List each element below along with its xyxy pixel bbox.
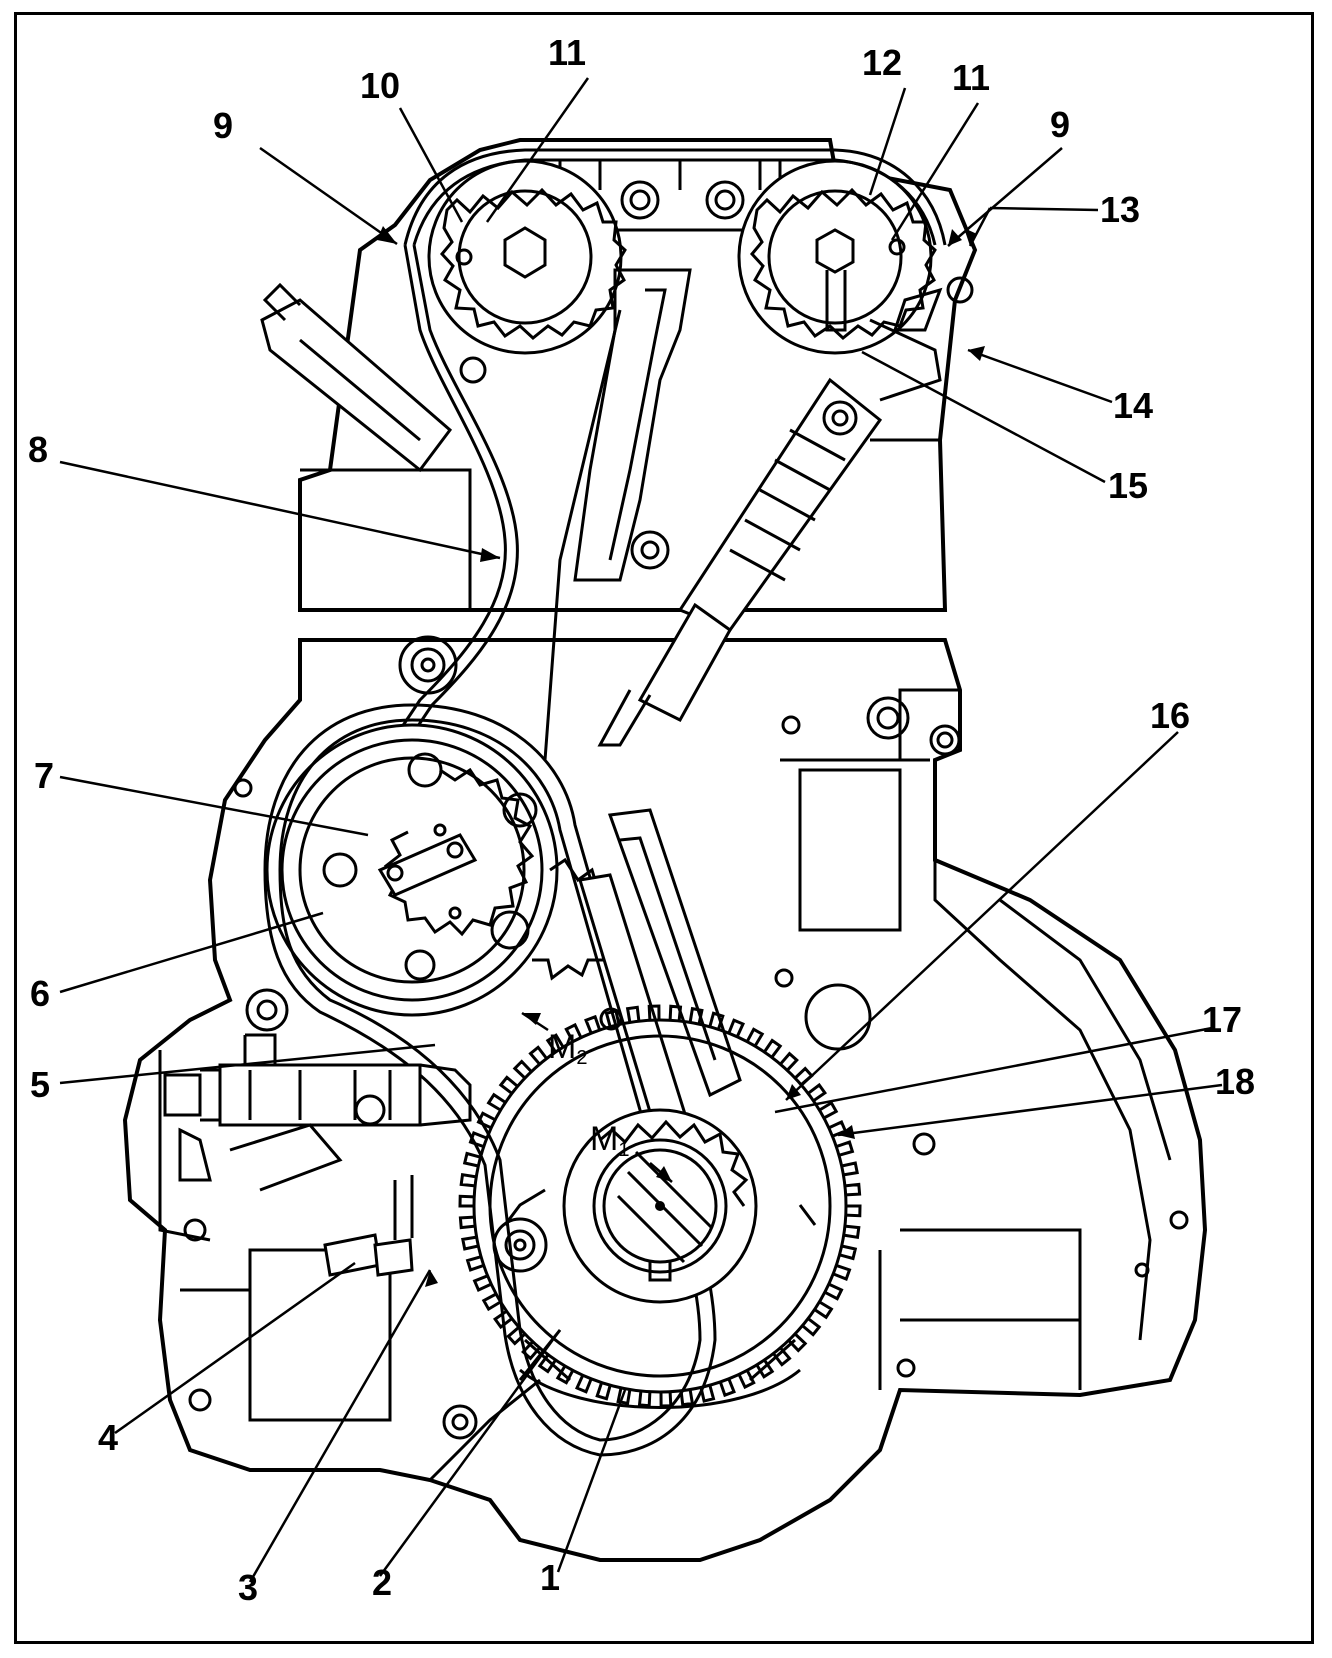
label-m2-main: M (548, 1028, 576, 1066)
crankshaft-reluctor-wheel (458, 1004, 862, 1409)
label-6: 6 (30, 973, 50, 1014)
leader-4 (114, 1261, 356, 1435)
label-16: 16 (1150, 695, 1190, 736)
label-m1-sub: 1 (618, 1139, 629, 1161)
upper-chain-guide (573, 268, 692, 582)
leader-15 (861, 350, 1106, 484)
leader-2 (378, 1329, 562, 1577)
leader-3 (248, 1269, 432, 1583)
label-3: 3 (238, 1567, 258, 1608)
leader-9-left (259, 146, 398, 246)
label-9-left: 9 (213, 105, 233, 146)
leader-13 (989, 206, 1099, 212)
label-15: 15 (1108, 465, 1148, 506)
callout-labels: 11 10 9 12 11 9 13 14 15 8 7 6 5 16 17 1… (28, 32, 1255, 1608)
label-m2-sub: 2 (576, 1047, 587, 1069)
leader-1 (556, 1389, 627, 1573)
camshaft-sprocket-left (427, 159, 627, 355)
leader-8 (59, 460, 501, 560)
arrowheads (377, 226, 985, 1287)
lower-timing-chain (263, 703, 717, 1457)
label-2: 2 (372, 1562, 392, 1603)
label-18: 18 (1215, 1061, 1255, 1102)
vvt-solenoid (260, 282, 487, 473)
leader-11-right (890, 102, 980, 241)
leader-16 (785, 731, 1179, 1101)
label-m1-main: M (590, 1120, 618, 1158)
label-11-left: 11 (548, 32, 586, 73)
label-12: 12 (862, 42, 902, 83)
label-10: 10 (360, 65, 400, 106)
crankshaft-sprocket (503, 1108, 817, 1304)
label-7: 7 (34, 755, 54, 796)
lower-chain-guide (578, 808, 742, 1148)
leader-17 (774, 1026, 1213, 1114)
upper-timing-chain (378, 148, 947, 766)
label-m2: M2 (548, 1028, 587, 1069)
label-8: 8 (28, 429, 48, 470)
label-9-right: 9 (1050, 104, 1070, 145)
leader-14 (967, 348, 1113, 404)
leader-7 (59, 775, 369, 837)
label-m1: M1 (590, 1120, 629, 1161)
label-4: 4 (98, 1417, 118, 1458)
leader-10 (398, 107, 464, 223)
label-17: 17 (1202, 999, 1242, 1040)
intermediate-sprocket (265, 723, 623, 1017)
leader-11-left (485, 77, 590, 223)
label-14: 14 (1113, 385, 1153, 426)
diagram-frame (14, 12, 1314, 1644)
leader-12 (868, 87, 907, 196)
leader-6 (59, 911, 324, 994)
label-13: 13 (1100, 189, 1140, 230)
upper-chain-tensioner (597, 276, 974, 747)
leader-lines (59, 77, 1223, 1583)
label-5: 5 (30, 1064, 50, 1105)
leader-18 (837, 1083, 1223, 1137)
label-1: 1 (540, 1557, 560, 1598)
leader-9-right (947, 147, 1063, 247)
crank-position-sensor (323, 1094, 414, 1277)
leader-5 (59, 1043, 436, 1085)
lower-chain-tensioner (163, 1033, 472, 1192)
label-11-right: 11 (952, 57, 990, 98)
